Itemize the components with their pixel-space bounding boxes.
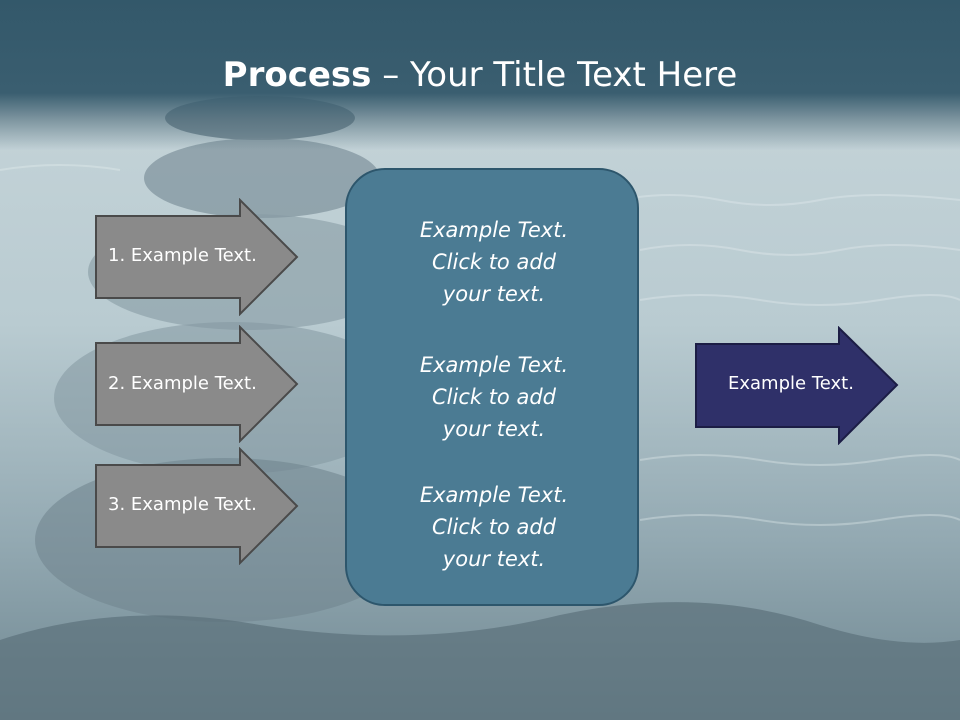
result-label: Example Text. [728,373,854,394]
center-text-box[interactable]: Example Text. Click to add your text. Ex… [345,168,639,606]
step-label-1: 1. Example Text. [108,245,257,266]
title-band [0,0,960,150]
title-rest: Your Title Text Here [410,55,738,95]
step-label-3: 3. Example Text. [108,494,257,515]
result-arrow[interactable] [694,326,900,445]
center-block-3-line-3: your text. [442,547,546,571]
title-dash: – [371,55,411,95]
center-block-1-line-2: Click to add [431,250,556,274]
center-block-2-line-1: Example Text. [419,353,569,377]
step-arrow-3[interactable] [94,447,300,565]
center-block-1: Example Text. Click to add your text. [347,214,641,310]
step-arrow-2[interactable] [94,325,300,443]
center-block-1-line-3: your text. [442,282,546,306]
center-block-3-line-2: Click to add [431,515,556,539]
step-arrow-1[interactable] [94,198,300,316]
center-block-2-line-2: Click to add [431,385,556,409]
center-block-1-line-1: Example Text. [419,218,569,242]
center-block-3: Example Text. Click to add your text. [347,479,641,575]
step-label-2: 2. Example Text. [108,373,257,394]
center-block-3-line-1: Example Text. [419,483,569,507]
center-block-2-line-3: your text. [442,417,546,441]
title-bold: Process [222,55,372,95]
slide-title[interactable]: Process – Your Title Text Here [0,52,960,98]
center-block-2: Example Text. Click to add your text. [347,349,641,445]
